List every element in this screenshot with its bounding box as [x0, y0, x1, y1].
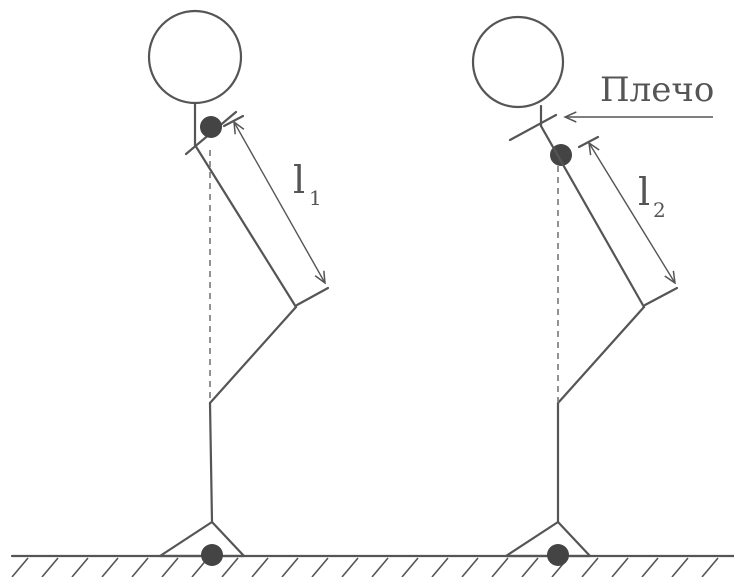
- l2-label-main: l: [638, 170, 650, 214]
- right-ankle-joint: [547, 544, 569, 566]
- left-measure-arrow: [234, 122, 325, 283]
- left-thigh: [208, 305, 298, 405]
- right-head: [471, 15, 565, 109]
- left-head: [147, 9, 243, 105]
- right-measure-top-tick: [577, 135, 600, 149]
- l1-label-main: l: [293, 158, 305, 202]
- right-figure: l 2 Плечо: [471, 15, 714, 566]
- shoulder-label: Плечо: [600, 70, 714, 110]
- l1-label-sub: 1: [309, 186, 322, 210]
- left-figure: l 1: [147, 9, 330, 566]
- ground-hatching: [11, 557, 719, 577]
- left-measure-bottom-tick: [295, 286, 330, 307]
- right-shoulder-tick: [508, 113, 558, 142]
- right-torso: [539, 124, 646, 309]
- ground: [10, 554, 734, 577]
- left-ankle-joint: [201, 544, 223, 566]
- right-thigh: [556, 305, 646, 405]
- l2-label-sub: 2: [653, 198, 666, 222]
- right-measure-arrow: [589, 143, 675, 283]
- right-measure-bottom-tick: [643, 286, 679, 307]
- left-shoulder-joint: [200, 116, 222, 138]
- left-shin: [208, 401, 214, 524]
